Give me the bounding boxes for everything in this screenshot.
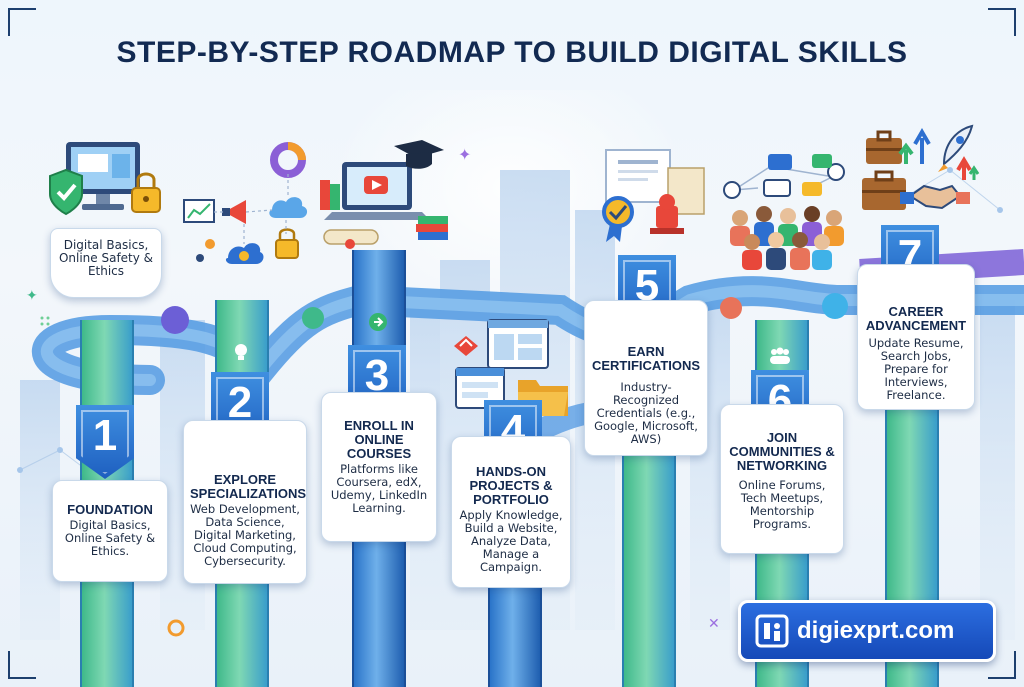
step-7-heading: CAREER ADVANCEMENT <box>865 304 967 333</box>
step-1-top-label: Digital Basics, Online Safety & Ethics <box>50 228 162 298</box>
step-1-description: Digital Basics, Online Safety & Ethics. <box>64 518 156 558</box>
digiexprt-logo-icon <box>755 614 789 648</box>
step-6-description: Online Forums, Tech Meetups, Mentorship … <box>738 478 826 531</box>
step-6-card: JOIN COMMUNITIES & NETWORKING Online For… <box>720 404 844 554</box>
step-6-heading: JOIN COMMUNITIES & NETWORKING <box>729 430 835 473</box>
step-2-number: 2 <box>227 378 253 427</box>
frame-corner-bottom-left <box>8 651 36 679</box>
step-5-card: EARN CERTIFICATIONS Industry-Recognized … <box>584 300 708 456</box>
step-1-heading: FOUNDATION <box>67 502 153 517</box>
step-5-description: Industry-Recognized Credentials (e.g., G… <box>594 380 698 446</box>
svg-text:✦: ✦ <box>458 145 471 164</box>
svg-text:✕: ✕ <box>708 616 720 632</box>
step-4-card: HANDS-ON PROJECTS & PORTFOLIO Apply Know… <box>451 436 571 588</box>
step-5-heading: EARN CERTIFICATIONS <box>591 344 701 373</box>
computer-shield-lock-icon <box>49 142 161 216</box>
step-3-number: 3 <box>364 351 390 400</box>
brand-logo-badge[interactable]: digiexprt.com <box>738 600 996 662</box>
step-2-description: Web Development, Data Science, Digital M… <box>190 502 300 568</box>
frame-corner-top-right <box>988 8 1016 36</box>
certificate-ribbon-icon <box>602 149 705 242</box>
step-4-heading: HANDS-ON PROJECTS & PORTFOLIO <box>469 464 553 507</box>
people-network-icon <box>723 154 845 270</box>
step-1-number: 1 <box>92 411 118 460</box>
briefcase-rocket-handshake-icon <box>862 124 980 210</box>
laptop-graduation-cap-icon <box>320 140 448 249</box>
step-1-card: FOUNDATION Digital Basics, Online Safety… <box>52 480 168 582</box>
brand-logo-text: digiexprt.com <box>797 617 955 644</box>
step-3-description: Platforms like Coursera, edX, Udemy, Lin… <box>330 462 428 515</box>
step-2-card: EXPLORE SPECIALIZATIONS Web Development,… <box>183 420 307 584</box>
step-7-description: Update Resume, Search Jobs, Prepare for … <box>868 336 964 402</box>
step-1-top-label-text: Digital Basics, Online Safety & Ethics <box>58 238 154 278</box>
step-3-heading: ENROLL IN ONLINE COURSES <box>344 418 414 461</box>
frame-corner-bottom-right <box>988 651 1016 679</box>
step-2-heading: EXPLORE SPECIALIZATIONS <box>190 472 307 501</box>
step-7-card: CAREER ADVANCEMENT Update Resume, Search… <box>857 264 975 410</box>
step-3-card: ENROLL IN ONLINE COURSES Platforms like … <box>321 392 437 542</box>
frame-corner-top-left <box>8 8 36 36</box>
page-title: STEP-BY-STEP ROADMAP TO BUILD DIGITAL SK… <box>116 36 908 69</box>
certificate-small-icon <box>369 313 387 331</box>
svg-text:✦: ✦ <box>26 288 38 304</box>
step-4-description: Apply Knowledge, Build a Website, Analyz… <box>459 508 563 574</box>
specialization-icons-cluster <box>183 142 308 264</box>
lightbulb-icon <box>235 344 247 360</box>
people-group-icon <box>770 347 790 364</box>
